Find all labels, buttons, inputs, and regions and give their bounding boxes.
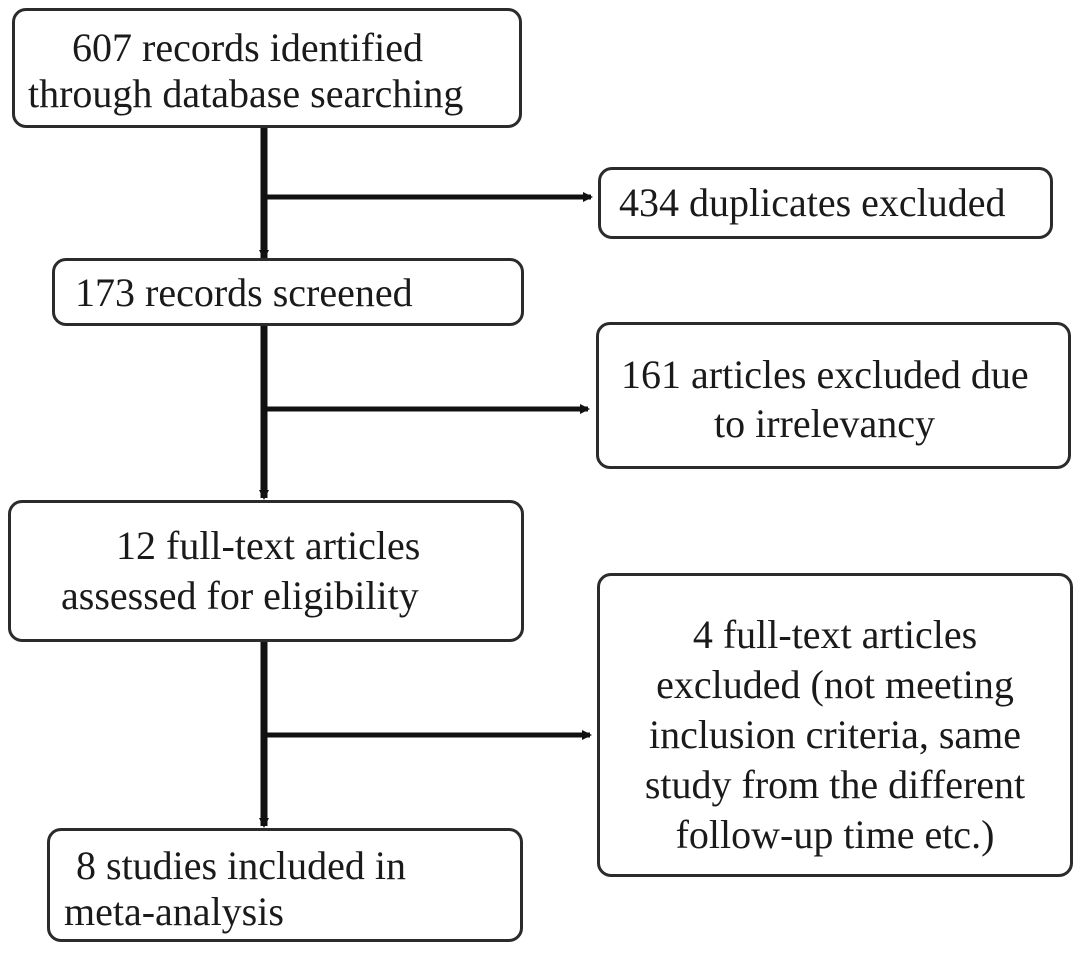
fulltext-excluded-line4: study from the different bbox=[644, 762, 1026, 807]
fulltext-assessed-box: 12 full-text articles assessed for eligi… bbox=[8, 500, 524, 642]
irrelevant-excluded-box: 161 articles excluded due to irrelevancy bbox=[596, 322, 1071, 469]
records-screened-line1: 173 records screened bbox=[75, 270, 413, 315]
fulltext-assessed-line1: 12 full-text articles bbox=[116, 523, 421, 568]
duplicates-excluded-box: 434 duplicates excluded bbox=[598, 167, 1053, 239]
studies-included-line1: 8 studies included in bbox=[76, 843, 406, 888]
fulltext-excluded-line5: follow-up time etc.) bbox=[675, 812, 995, 857]
fulltext-excluded-box: 4 full-text articles excluded (not meeti… bbox=[597, 573, 1073, 877]
records-identified-line2: through database searching bbox=[28, 71, 464, 116]
records-identified-box: 607 records identified through database … bbox=[12, 8, 522, 128]
irrelevant-excluded-line1: 161 articles excluded due bbox=[621, 352, 1029, 397]
records-identified-line1: 607 records identified bbox=[72, 25, 423, 70]
fulltext-excluded-line2: excluded (not meeting bbox=[656, 662, 1014, 707]
fulltext-assessed-line2: assessed for eligibility bbox=[61, 573, 419, 618]
studies-included-line2: meta-analysis bbox=[64, 889, 284, 934]
studies-included-box: 8 studies included in meta-analysis bbox=[47, 828, 523, 942]
duplicates-excluded-line1: 434 duplicates excluded bbox=[619, 180, 1006, 225]
irrelevant-excluded-line2: to irrelevancy bbox=[714, 401, 935, 446]
records-screened-box: 173 records screened bbox=[52, 258, 524, 326]
fulltext-excluded-line1: 4 full-text articles bbox=[692, 612, 978, 657]
fulltext-excluded-line3: inclusion criteria, same bbox=[648, 712, 1022, 757]
